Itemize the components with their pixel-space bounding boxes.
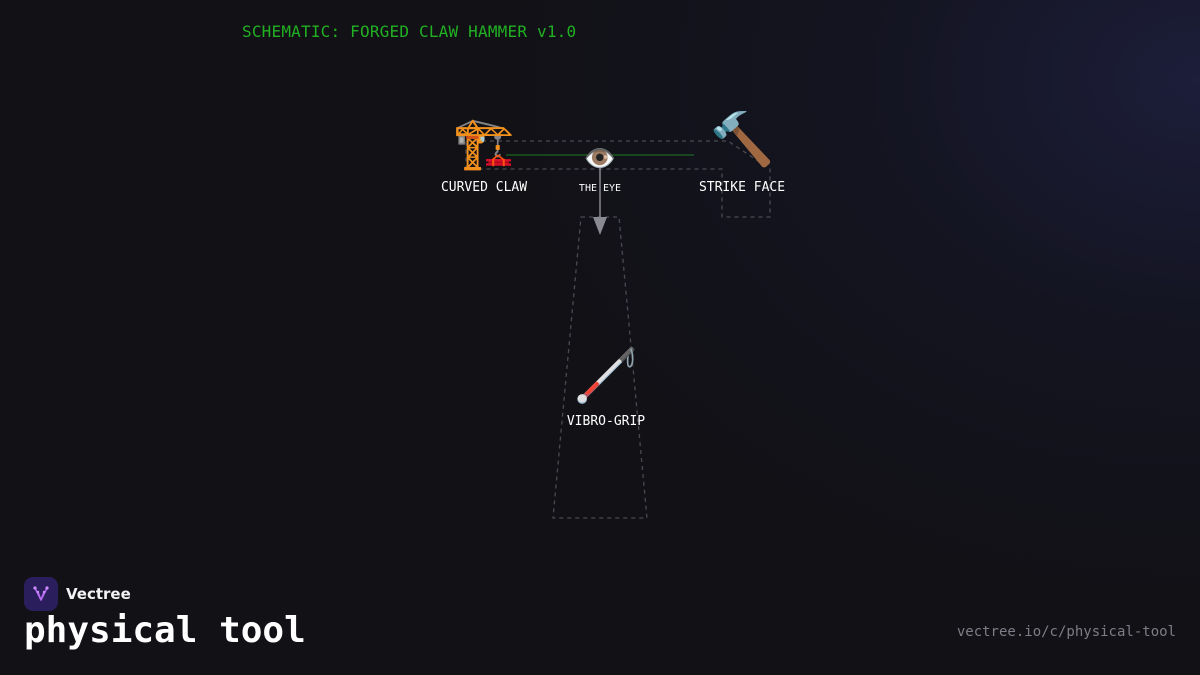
page-url-link[interactable]: vectree.io/c/physical-tool	[956, 624, 1176, 640]
brand-name: Vectree	[66, 585, 131, 603]
eye-arrow-head	[593, 217, 607, 235]
construction-crane-icon: 🏗️	[452, 114, 516, 172]
node-label: CURVED CLAW	[440, 180, 528, 195]
node-vibro-grip: 🦯 VIBRO-GRIP	[536, 350, 676, 429]
hammer-icon: 🔨	[709, 110, 775, 170]
brand[interactable]: Vectree	[24, 577, 131, 611]
page-title: physical tool	[24, 610, 306, 651]
node-the-eye: 👁️ THE EYE	[530, 146, 670, 194]
probing-cane-icon: 🦯	[573, 346, 639, 406]
node-strike-face: 🔨 STRIKE FACE	[672, 114, 812, 195]
schematic-title: SCHEMATIC: FORGED CLAW HAMMER v1.0	[242, 22, 577, 41]
node-curved-claw: 🏗️ CURVED CLAW	[414, 118, 554, 195]
node-label: VIBRO-GRIP	[566, 414, 646, 429]
vectree-logo-icon	[24, 577, 58, 611]
eye-icon: 👁️	[583, 144, 617, 174]
node-label: THE EYE	[578, 183, 622, 194]
node-label: STRIKE FACE	[698, 180, 786, 195]
head-outline	[465, 140, 771, 218]
